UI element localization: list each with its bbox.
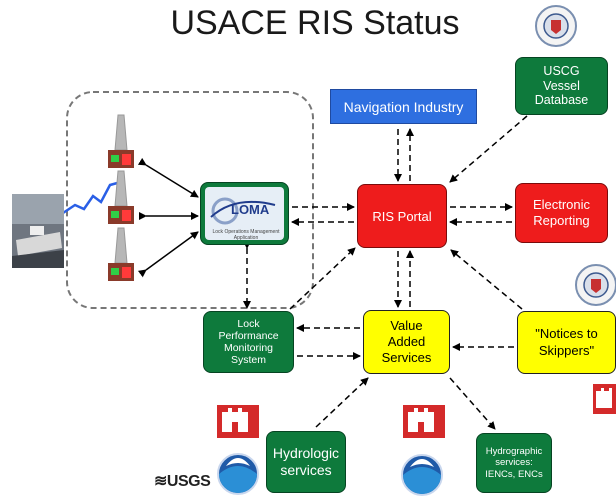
noaa-logo-icon bbox=[217, 453, 259, 495]
lock-tower-icon bbox=[108, 170, 134, 224]
notices-to-skippers-node: "Notices to Skippers" bbox=[517, 311, 616, 374]
ris-portal-node: RIS Portal bbox=[357, 184, 447, 248]
usace-castle-icon bbox=[593, 384, 616, 414]
loma-node: LOMA Lock Operations Management Applicat… bbox=[200, 182, 289, 245]
link-tower3-loma bbox=[137, 231, 199, 278]
lock-tower-icon bbox=[108, 227, 134, 281]
lock-tower-icon bbox=[108, 114, 134, 168]
uscg-seal-icon bbox=[575, 264, 616, 306]
link-hydro-value bbox=[315, 377, 369, 428]
vessel-photo bbox=[12, 194, 64, 268]
electronic-reporting-node: Electronic Reporting bbox=[515, 183, 608, 243]
lock-group-boundary bbox=[66, 91, 314, 309]
link-value-hydrographic bbox=[449, 377, 496, 430]
usace-castle-icon bbox=[403, 405, 445, 438]
loma-label: LOMA bbox=[231, 202, 270, 217]
value-added-services-node: Value Added Services bbox=[363, 310, 450, 374]
loma-swoosh-icon bbox=[210, 197, 276, 225]
diagram-title: USACE RIS Status bbox=[170, 4, 460, 42]
link-lock-portal bbox=[289, 247, 356, 310]
hydrographic-services-node: Hydrographic services: IENCs, ENCs bbox=[476, 433, 552, 493]
usgs-logo-icon: ≋USGS bbox=[154, 473, 211, 490]
link-tower1-loma bbox=[137, 157, 199, 198]
usace-castle-icon bbox=[217, 405, 259, 438]
link-uscg-portal bbox=[449, 115, 528, 183]
uscg-vessel-database-node: USCG Vessel Database bbox=[515, 57, 608, 115]
loma-subtitle: Lock Operations Management Application bbox=[212, 229, 280, 241]
link-notices-portal bbox=[450, 249, 523, 310]
loma-logo: LOMA Lock Operations Management Applicat… bbox=[205, 187, 284, 241]
lock-performance-node: Lock Performance Monitoring System bbox=[203, 311, 294, 373]
navigation-industry-node: Navigation Industry bbox=[330, 89, 477, 124]
hydrologic-services-node: Hydrologic services bbox=[266, 431, 346, 493]
wireless-signal-line bbox=[62, 180, 122, 215]
uscg-seal-icon bbox=[535, 5, 577, 47]
noaa-logo-icon bbox=[401, 454, 443, 496]
